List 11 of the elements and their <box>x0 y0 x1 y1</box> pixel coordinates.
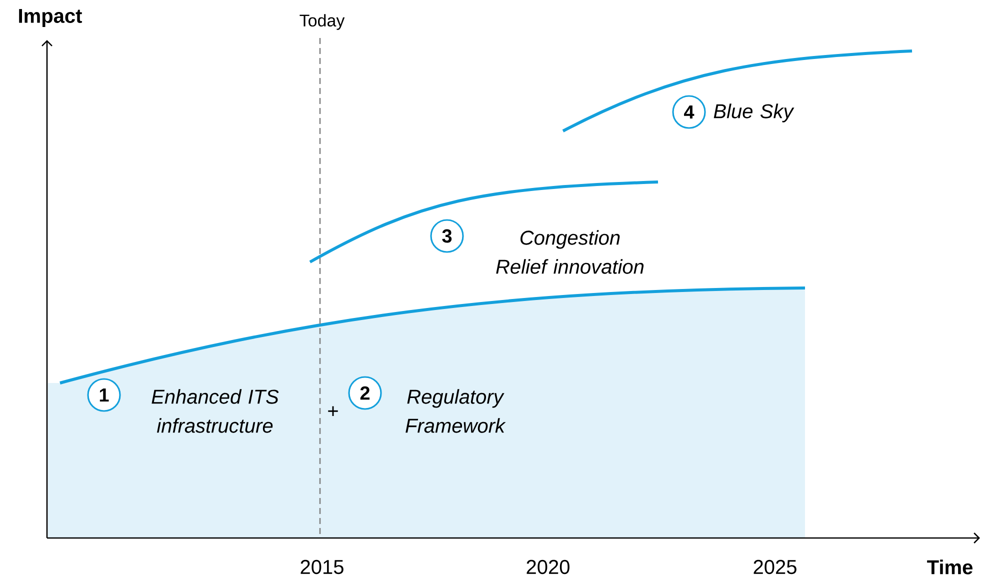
today-label: Today <box>300 14 345 30</box>
year-label: 2015 <box>300 560 344 574</box>
plus-sign: + <box>328 406 338 416</box>
description-text: Congestion Relief innovation <box>496 230 644 274</box>
description-text: Blue Sky <box>714 104 794 122</box>
axis-title: Time <box>927 560 972 574</box>
description-text: Enhanced ITS infrastructure <box>152 389 279 433</box>
description-text: Regulatory Framework <box>406 389 506 433</box>
axis-title: Impact <box>19 9 82 27</box>
year-label: 2020 <box>526 560 570 574</box>
year-label: 2025 <box>754 560 796 574</box>
